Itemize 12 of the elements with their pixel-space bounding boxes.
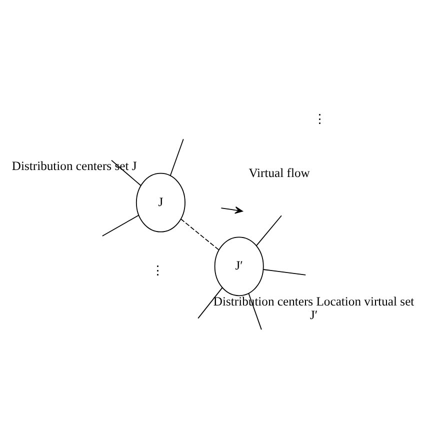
connector bbox=[262, 269, 306, 276]
connector bbox=[198, 287, 223, 319]
node-ellipse: J′ bbox=[214, 236, 264, 296]
node-label: J′ bbox=[310, 308, 318, 322]
connector bbox=[102, 214, 139, 236]
connector bbox=[180, 218, 220, 250]
label: ⋮ bbox=[314, 112, 327, 126]
label: ⋮ bbox=[152, 263, 165, 278]
connector bbox=[256, 215, 282, 246]
connector bbox=[170, 138, 184, 176]
node-ellipse: J bbox=[136, 172, 186, 232]
label: Virtual flow bbox=[248, 166, 310, 180]
